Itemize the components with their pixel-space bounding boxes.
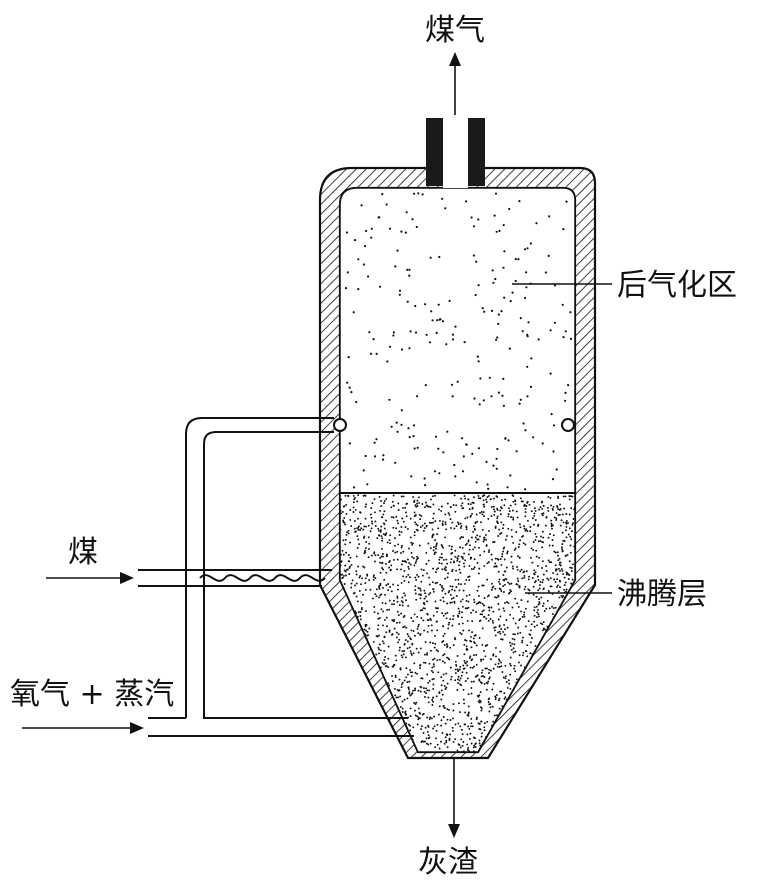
upper-zone-label: 后气化区 <box>617 268 737 303</box>
outlet-nozzle-left <box>426 118 443 186</box>
gas-outlet-label: 煤气 <box>425 13 485 48</box>
outlet-nozzle-right <box>468 118 485 186</box>
outlet-cover <box>443 165 468 188</box>
coal-arrowhead <box>120 572 134 584</box>
gas-outlet-arrowhead <box>449 52 461 66</box>
gas-pipe-inner <box>203 431 408 719</box>
gas-feed-label: 氧气 + 蒸汽 <box>10 677 174 712</box>
ash-outlet-label: 灰渣 <box>418 845 478 880</box>
coal-feed-label: 煤 <box>68 535 98 570</box>
gas-pipe-outer <box>185 417 334 718</box>
fluidized-bed-label: 沸腾层 <box>617 577 707 612</box>
ash-arrowhead <box>448 824 460 838</box>
screw-feeder <box>199 574 326 582</box>
steam-arrowhead <box>130 722 144 734</box>
side-nozzle-left <box>333 418 347 432</box>
side-nozzle-right <box>561 418 575 432</box>
vessel-interior <box>339 187 576 753</box>
